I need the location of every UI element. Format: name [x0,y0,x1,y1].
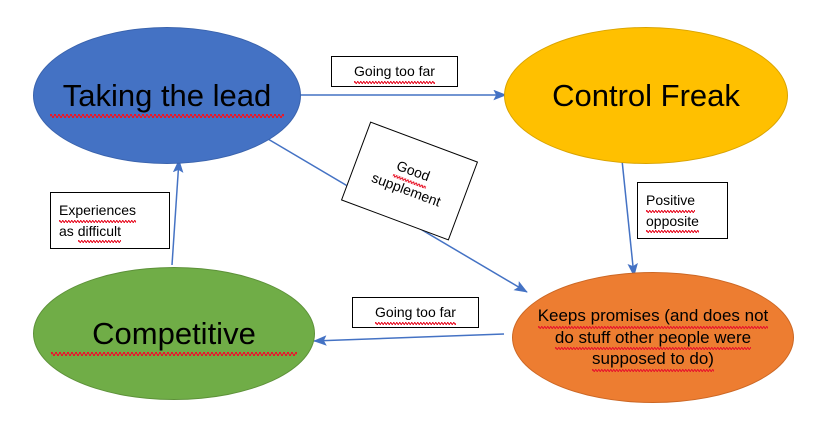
edge-label-going-too-far-bottom-text: Going too far [375,302,456,325]
node-keeps-promises-line-2: do stuff other people were [554,327,752,351]
edge-label-positive-opposite-line-1: Positive [646,190,696,213]
arrow-keeps-promises-to-competitive [313,333,505,346]
edge-label-experiences-as-difficult-line-1: Experiences [59,200,137,223]
node-control-freak-label: Control Freak [552,77,740,113]
node-taking-the-lead[interactable]: Taking the lead [33,27,301,164]
node-competitive-label: Competitive [50,314,298,356]
edge-label-experiences-as-difficult-line-2: as difficult [59,221,122,244]
node-keeps-promises-line-3: supposed to do) [592,349,714,372]
edge-label-going-too-far-top[interactable]: Going too far [331,56,458,87]
arrow-control-freak-to-keeps-promises [621,159,638,277]
edge-label-positive-opposite[interactable]: Positive opposite [637,182,728,239]
edge-label-difficult-word: difficult [77,221,122,244]
node-taking-the-lead-label: Taking the lead [49,76,285,118]
node-keeps-promises-line-1: Keeps promises (and does not [537,305,769,329]
edge-label-experiences-as-difficult[interactable]: Experiences as difficult [50,192,170,249]
node-control-freak[interactable]: Control Freak [504,27,788,164]
edge-label-positive-opposite-line-2: opposite [646,211,699,234]
edge-label-going-too-far-top-text: Going too far [354,61,435,84]
node-competitive[interactable]: Competitive [33,267,315,400]
edge-label-going-too-far-bottom[interactable]: Going too far [352,297,479,328]
node-keeps-promises[interactable]: Keeps promises (and does not do stuff ot… [512,272,794,403]
node-keeps-promises-label: Keeps promises (and does not do stuff ot… [530,305,776,372]
arrow-competitive-to-taking-the-lead [171,159,184,266]
